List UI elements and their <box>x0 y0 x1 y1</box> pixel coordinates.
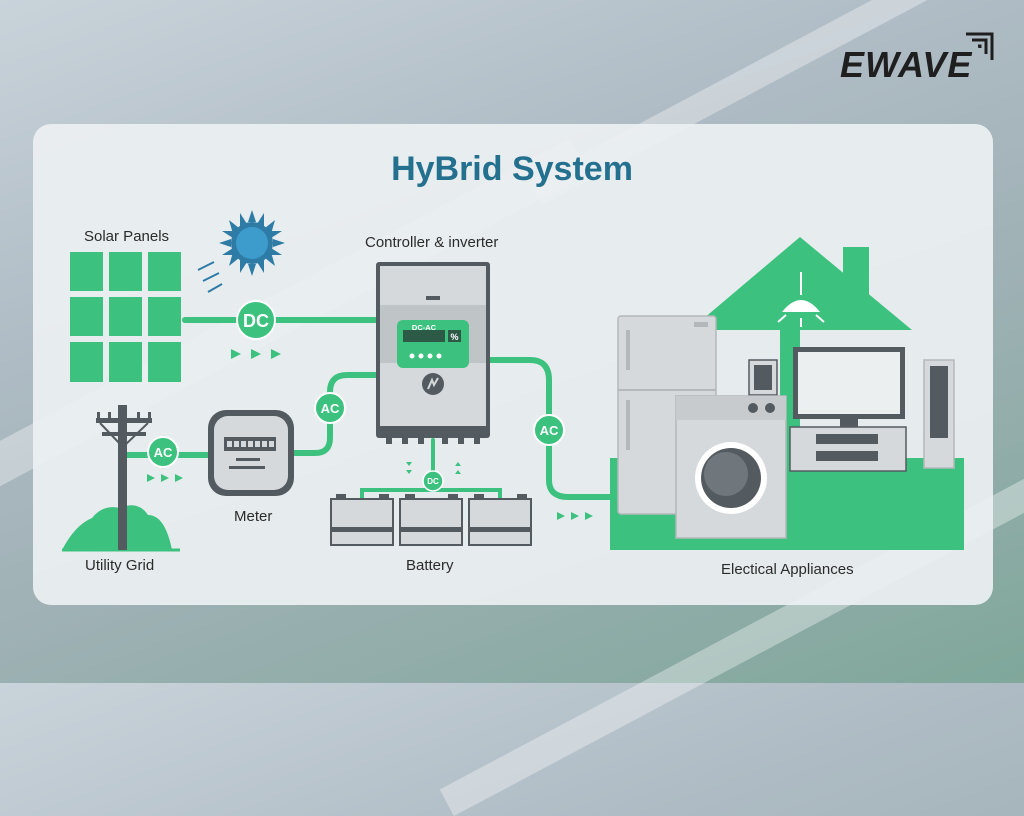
ac-grid-label: AC <box>154 445 173 460</box>
diagram-title: HyBrid System <box>391 150 633 188</box>
arrow-icon <box>455 462 461 466</box>
speaker <box>748 359 778 396</box>
utility-grid <box>62 405 180 552</box>
arrow-icon <box>251 349 261 359</box>
brand-mark-icon <box>966 32 994 60</box>
battery-unit <box>330 494 394 546</box>
battery-unit <box>399 494 463 546</box>
arrow-icon <box>585 512 593 520</box>
sun-rays-icon <box>197 261 223 293</box>
ac-meter-badge <box>314 392 346 424</box>
utility-grid-label: Utility Grid <box>85 557 155 574</box>
television <box>793 347 905 427</box>
arrow-icon <box>147 474 155 482</box>
dc-solar-badge <box>236 300 276 340</box>
ac-house-label: AC <box>540 423 559 438</box>
ac-grid-badge <box>147 436 179 468</box>
meter <box>208 410 294 496</box>
arrow-icon <box>231 349 241 359</box>
dc-battery-label: DC <box>427 477 439 486</box>
battery-label: Battery <box>406 557 454 574</box>
tall-speaker <box>923 359 955 469</box>
sun-icon <box>219 210 285 276</box>
arrow-icon <box>161 474 169 482</box>
arrow-icon <box>406 462 412 466</box>
arrow-icon <box>571 512 579 520</box>
battery-unit <box>468 494 532 546</box>
arrow-icon <box>271 349 281 359</box>
meter-label: Meter <box>234 508 273 525</box>
inverter-mode-text: DC-AC <box>412 323 437 332</box>
washing-machine <box>675 395 787 539</box>
appliances-label: Electical Appliances <box>721 561 854 578</box>
ceiling-lamp-icon <box>777 272 825 327</box>
solar-panels-label: Solar Panels <box>84 228 170 245</box>
arrow-icon <box>455 470 461 474</box>
solar-panel-array <box>70 252 181 382</box>
dc-battery-badge <box>422 470 444 492</box>
ac-house-badge <box>533 414 565 446</box>
dc-solar-label: DC <box>243 311 269 331</box>
battery-bank <box>330 494 532 546</box>
ac-meter-label: AC <box>321 401 340 416</box>
battery-flow-arrows <box>406 462 461 474</box>
controller-inverter <box>376 262 490 444</box>
inverter-percent-text: % <box>450 332 458 342</box>
arrow-icon <box>557 512 565 520</box>
controller-inverter-label: Controller & inverter <box>365 234 499 251</box>
flow-arrows <box>147 349 593 520</box>
hybrid-system-diagram: DC-AC % <box>62 210 964 552</box>
arrow-icon <box>175 474 183 482</box>
connection-lines <box>119 317 613 502</box>
brand-logo: EWAVE <box>840 44 973 85</box>
arrow-icon <box>406 470 412 474</box>
media-cabinet <box>789 426 907 472</box>
